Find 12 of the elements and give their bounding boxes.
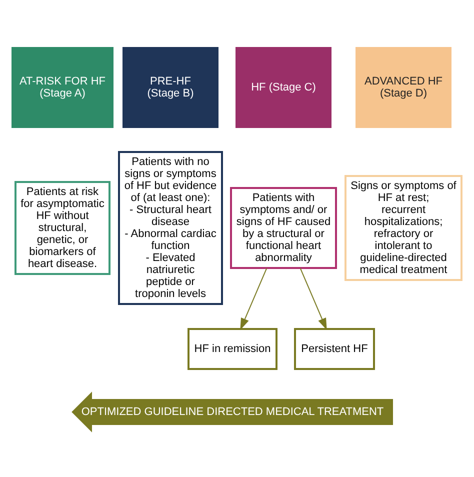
node-box: HF (Stage C) [236, 46, 332, 128]
node-box: Persistent HF [294, 328, 375, 370]
arrow [300, 267, 327, 330]
node-box: Patients at risk for asymptomatic HF without structural, genetic, or biomarkers of heart disease. [14, 180, 110, 274]
arrow [240, 267, 268, 330]
node-box: Patients with no signs or symptoms of HF but evidence of (at least one): - Structural heart disease - Abnormal cardiac function - Elevated natriuretic peptide or troponin levels [118, 150, 223, 304]
node-box: PRE-HF (Stage B) [122, 46, 218, 128]
node-box: HF in remission [188, 328, 278, 370]
node-box: AT-RISK FOR HF (Stage A) [12, 46, 114, 128]
node-box: ADVANCED HF (Stage D) [356, 46, 452, 128]
node-box: Signs or symptoms of HF at rest; recurrent hospitalizations; refractory or intolerant to guideline-directed medical treatment [344, 174, 462, 280]
node-box: Patients with symptoms and/ or signs of HF caused by a structural or functional heart abnormality [230, 186, 337, 268]
